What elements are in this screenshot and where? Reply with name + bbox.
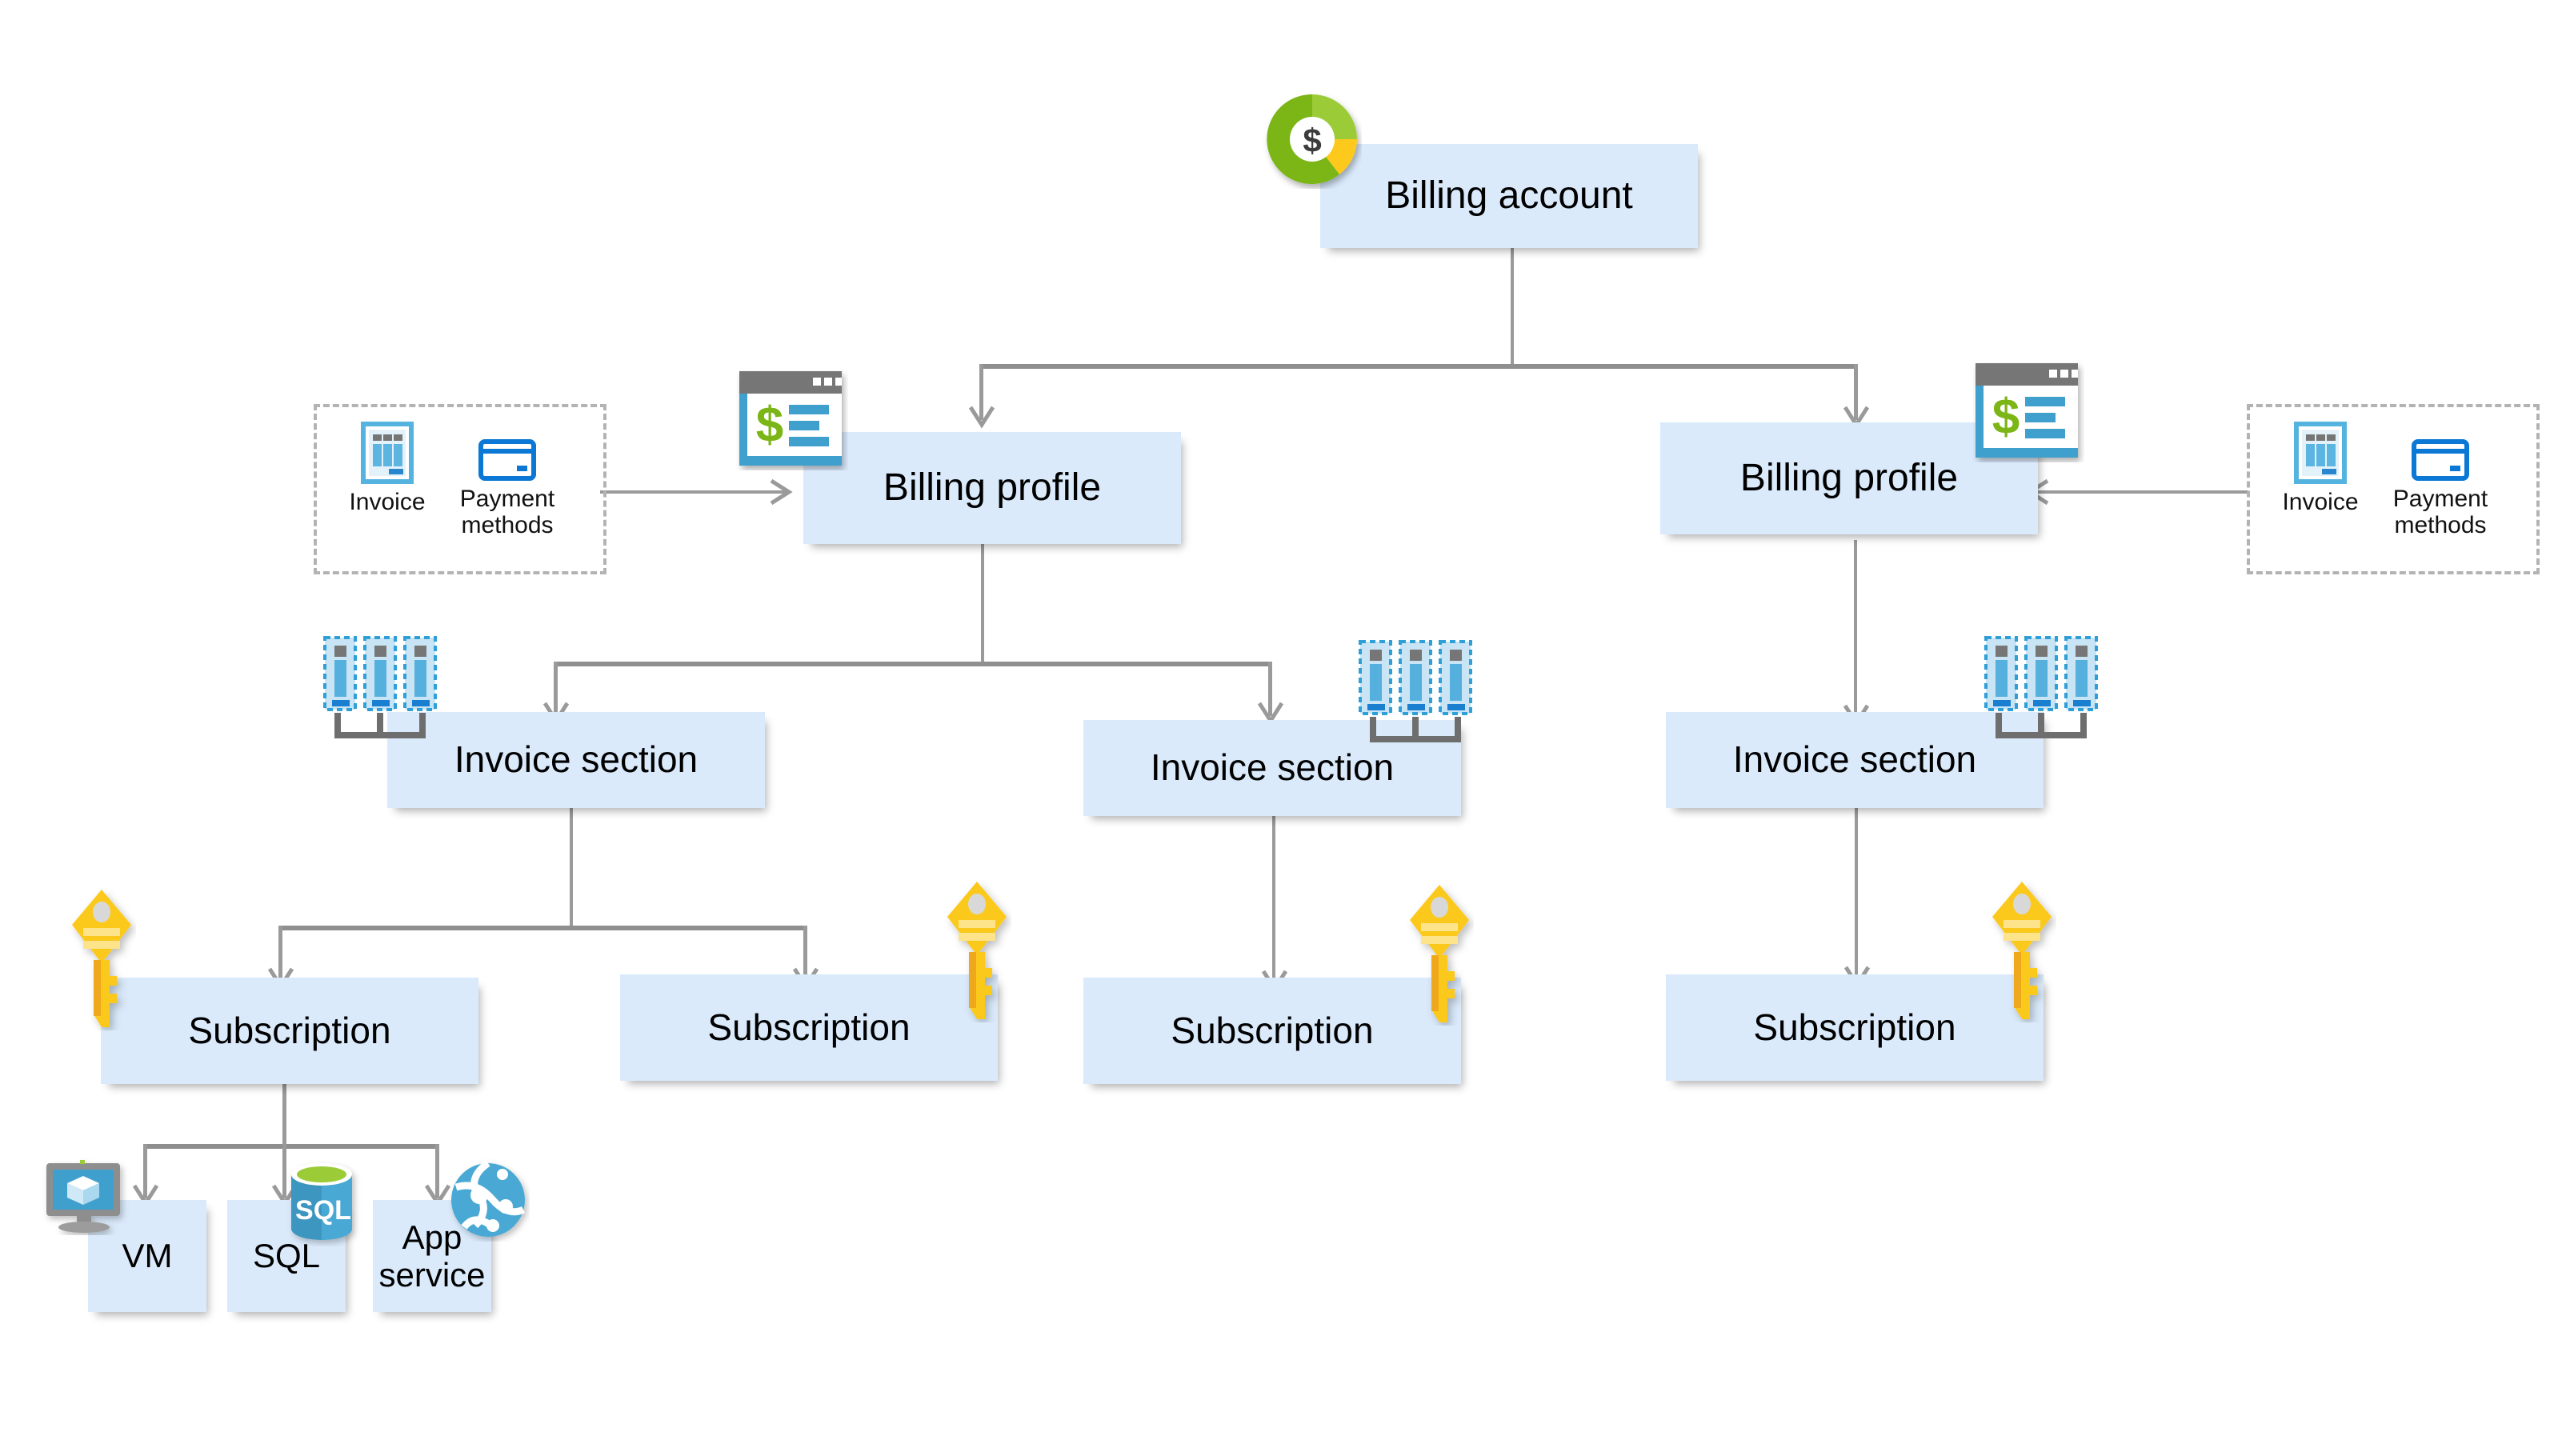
attachment-payment-methods-1-label-line2: methods: [461, 512, 554, 538]
attachment-invoice-1-label: Invoice: [349, 489, 426, 515]
app-service-globe-icon: [446, 1158, 530, 1242]
connector-sub1-down: [282, 1084, 286, 1172]
node-billing-account[interactable]: Billing account: [1320, 144, 1698, 248]
connector-profile2-down: [1854, 540, 1857, 718]
node-billing-profile-2-label: Billing profile: [1739, 457, 1959, 500]
connector-account-down: [1511, 248, 1514, 366]
node-invoice-section-3[interactable]: Invoice section: [1666, 712, 2044, 808]
connector-sub1-mid-drop: [282, 1144, 286, 1198]
billing-profile-invoice-window-icon: $: [1972, 360, 2084, 462]
node-subscription-3-label: Subscription: [1171, 1009, 1374, 1051]
node-billing-profile-1-label: Billing profile: [883, 466, 1102, 510]
arrow-to-billing-profile-1: [967, 404, 996, 440]
vm-monitor-icon: [42, 1158, 131, 1235]
node-resource-vm-label: VM: [122, 1237, 173, 1275]
dashed-group-billing-profile-1-attachments: Invoice Payment methods: [314, 404, 606, 574]
connector-account-bus: [979, 364, 1858, 369]
svg-text:$: $: [756, 398, 783, 453]
node-subscription-2-label: Subscription: [707, 1006, 911, 1048]
invoice-icon: [361, 422, 414, 484]
connector-section1-down: [570, 808, 573, 928]
connector-section3-down: [1855, 808, 1858, 980]
connector-section1-right-drop: [803, 926, 807, 982]
attachment-payment-methods-1[interactable]: Payment methods: [451, 439, 563, 538]
node-invoice-section-1-label: Invoice section: [454, 738, 699, 781]
subscription-key-icon: [67, 886, 136, 1030]
payment-methods-icon: [478, 439, 536, 481]
billing-account-donut-icon: $: [1263, 90, 1362, 189]
attachment-payment-methods-2[interactable]: Payment methods: [2384, 439, 2496, 538]
connector-attachments2-to-profile2: [2032, 490, 2248, 494]
connector-sub1-right-drop: [435, 1144, 439, 1198]
connector-profile1-down: [981, 544, 984, 664]
sql-database-icon: SQL: [285, 1158, 363, 1246]
attachment-payment-methods-2-label-line1: Payment: [2392, 486, 2488, 512]
subscription-key-icon: [943, 878, 1011, 1022]
connector-sub1-bus: [143, 1144, 439, 1149]
connector-profile1-bus: [554, 662, 1272, 666]
node-billing-account-label: Billing account: [1385, 174, 1633, 218]
subscription-key-icon: [1405, 882, 1474, 1026]
attachment-payment-methods-1-label-line1: Payment: [459, 486, 555, 512]
payment-methods-icon: [2412, 439, 2469, 481]
dashed-group-billing-profile-2-attachments: Invoice Payment methods: [2247, 404, 2540, 574]
attachment-payment-methods-2-label-line2: methods: [2394, 512, 2487, 538]
node-subscription-1-label: Subscription: [188, 1009, 391, 1051]
svg-text:$: $: [1303, 122, 1321, 159]
invoice-section-group-icon: [1359, 640, 1475, 749]
connector-profile1-right-drop: [1268, 662, 1272, 716]
node-invoice-section-3-label: Invoice section: [1732, 738, 1977, 781]
node-subscription-3[interactable]: Subscription: [1083, 978, 1461, 1084]
invoice-section-group-icon: [323, 636, 440, 745]
svg-text:$: $: [1992, 390, 2020, 445]
subscription-key-icon: [1988, 878, 2056, 1022]
node-invoice-section-2-label: Invoice section: [1150, 746, 1395, 789]
attachment-payment-methods-1-label: Payment methods: [460, 486, 554, 538]
connector-section1-bus: [278, 926, 807, 930]
attachment-payment-methods-2-label: Payment methods: [2393, 486, 2488, 538]
node-invoice-section-1[interactable]: Invoice section: [387, 712, 765, 808]
connector-section2-down: [1272, 816, 1275, 984]
invoice-section-group-icon: [1984, 636, 2101, 745]
node-billing-profile-1[interactable]: Billing profile: [803, 432, 1181, 544]
node-subscription-4[interactable]: Subscription: [1666, 974, 2044, 1081]
node-subscription-2[interactable]: Subscription: [620, 974, 998, 1081]
node-subscription-4-label: Subscription: [1753, 1006, 1956, 1048]
attachment-invoice-1[interactable]: Invoice: [347, 422, 427, 515]
connector-to-profile-1: [979, 364, 983, 420]
invoice-icon: [2294, 422, 2347, 484]
node-resource-vm[interactable]: VM: [88, 1200, 206, 1312]
node-resource-sql-label: SQL: [252, 1237, 321, 1275]
connector-profile1-left-drop: [554, 662, 558, 716]
attachment-invoice-2[interactable]: Invoice: [2280, 422, 2360, 515]
arrow-attachments1-to-profile1: [768, 478, 804, 506]
connector-section1-left-drop: [278, 926, 282, 982]
connector-sub1-left-drop: [143, 1144, 147, 1198]
node-resource-app-service-label-line2: service: [378, 1256, 486, 1294]
attachment-invoice-2-label: Invoice: [2282, 489, 2359, 515]
node-subscription-1[interactable]: Subscription: [101, 978, 478, 1084]
billing-profile-invoice-window-icon: $: [736, 368, 848, 470]
node-billing-profile-2[interactable]: Billing profile: [1660, 422, 2038, 534]
connector-to-profile-2: [1854, 364, 1858, 420]
svg-text:SQL: SQL: [295, 1195, 351, 1226]
connector-attachments1-to-profile1: [600, 490, 786, 494]
node-resource-app-service-label-line1: App: [402, 1218, 462, 1256]
